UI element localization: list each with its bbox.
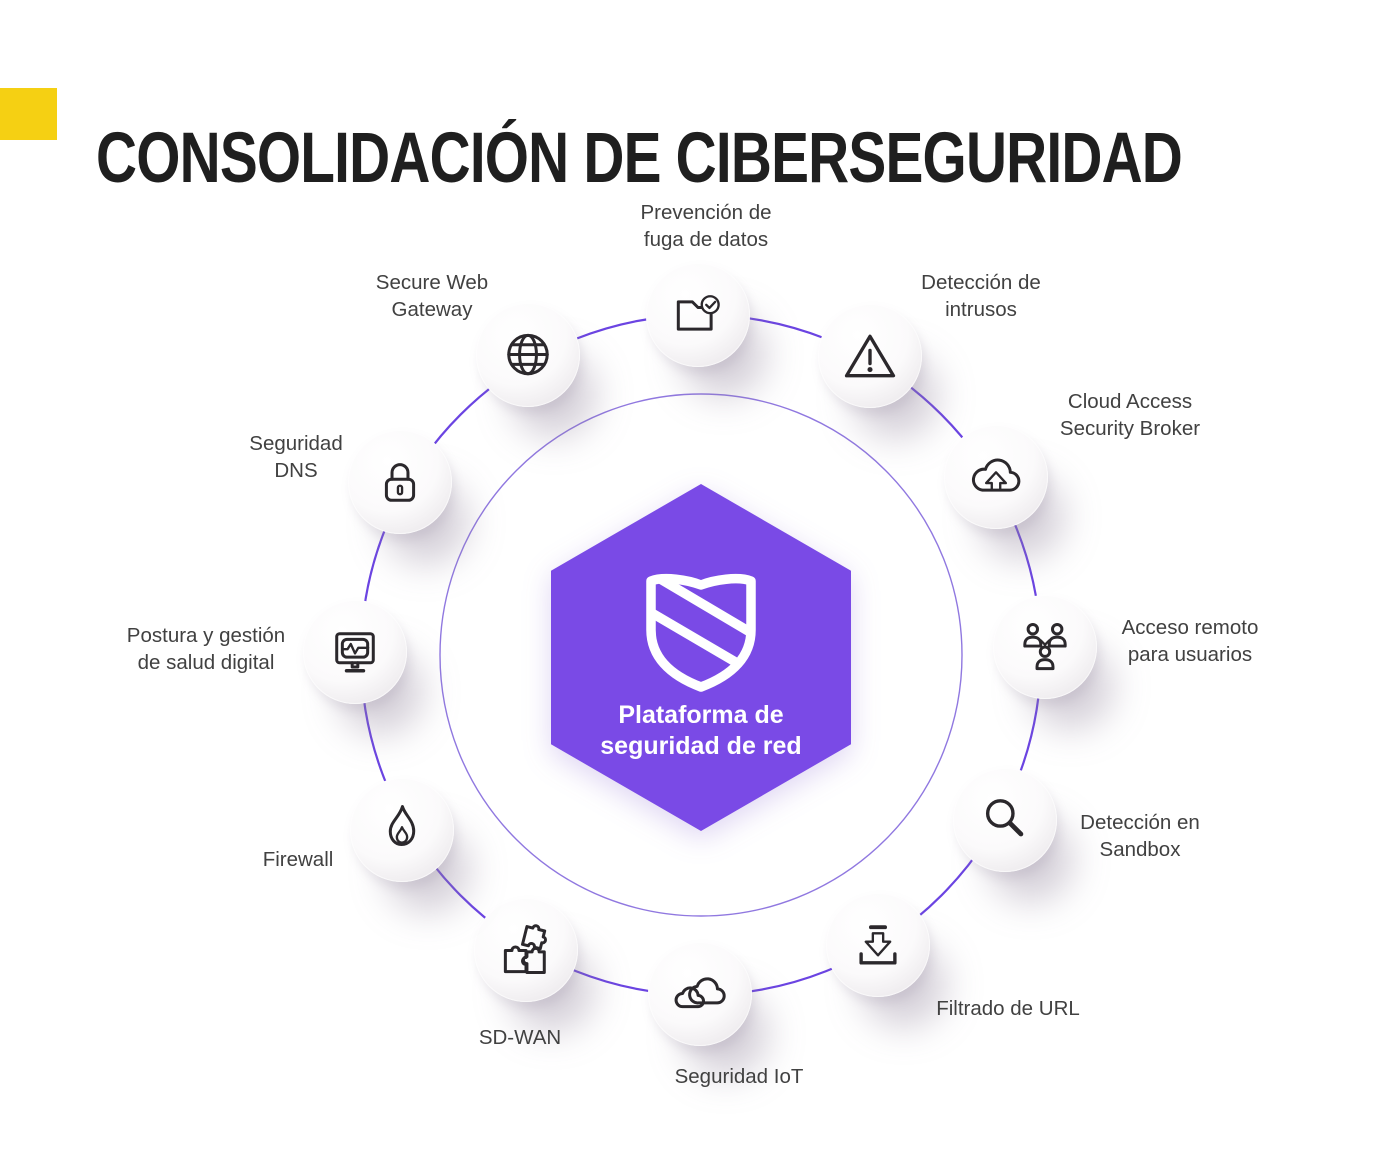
page-title: CONSOLIDACIÓN DE CIBERSEGURIDAD — [96, 118, 1183, 198]
node-label: Filtrado de URL — [936, 997, 1080, 1020]
node-label: SD-WAN — [478, 1026, 562, 1049]
node-seguridad-dns — [348, 430, 452, 534]
hexagon-shape — [551, 484, 851, 831]
node-deteccion-en-sandbox — [953, 768, 1057, 872]
padlock-icon — [384, 463, 416, 502]
inner-orbit-circle — [439, 393, 963, 917]
magnifier-icon — [985, 799, 1024, 837]
node-label: Seguridad IoT — [674, 1065, 804, 1088]
accent-square — [0, 88, 57, 140]
cloud-upload-icon — [971, 458, 1021, 492]
download-tray-icon — [859, 925, 897, 965]
node-sd-wan — [474, 898, 578, 1002]
node-deteccion-de-intrusos — [818, 304, 922, 408]
monitor-pulse-icon — [335, 632, 375, 673]
puzzle-icon — [503, 924, 547, 974]
central-hexagon — [551, 484, 851, 831]
flame-icon — [388, 805, 416, 847]
clouds-icon — [674, 977, 726, 1009]
warning-triangle-icon — [844, 334, 896, 378]
shield-icon — [646, 574, 756, 692]
node-seguridad-iot — [648, 942, 752, 1046]
node-firewall — [350, 778, 454, 882]
node-filtrado-de-url — [826, 893, 930, 997]
node-acceso-remoto-para-usuarios — [993, 595, 1097, 699]
platform-label: Plataforma de seguridad de red — [600, 701, 802, 760]
globe-icon — [507, 333, 549, 376]
node-prevencion-fuga-de-datos — [646, 263, 750, 367]
folder-check-icon — [676, 295, 720, 331]
node-cloud-access-security-broker — [944, 425, 1048, 529]
node-secure-web-gateway — [476, 303, 580, 407]
node-postura-salud-digital — [303, 600, 407, 704]
node-label: Firewall — [262, 848, 334, 871]
users-network-icon — [1023, 623, 1067, 671]
